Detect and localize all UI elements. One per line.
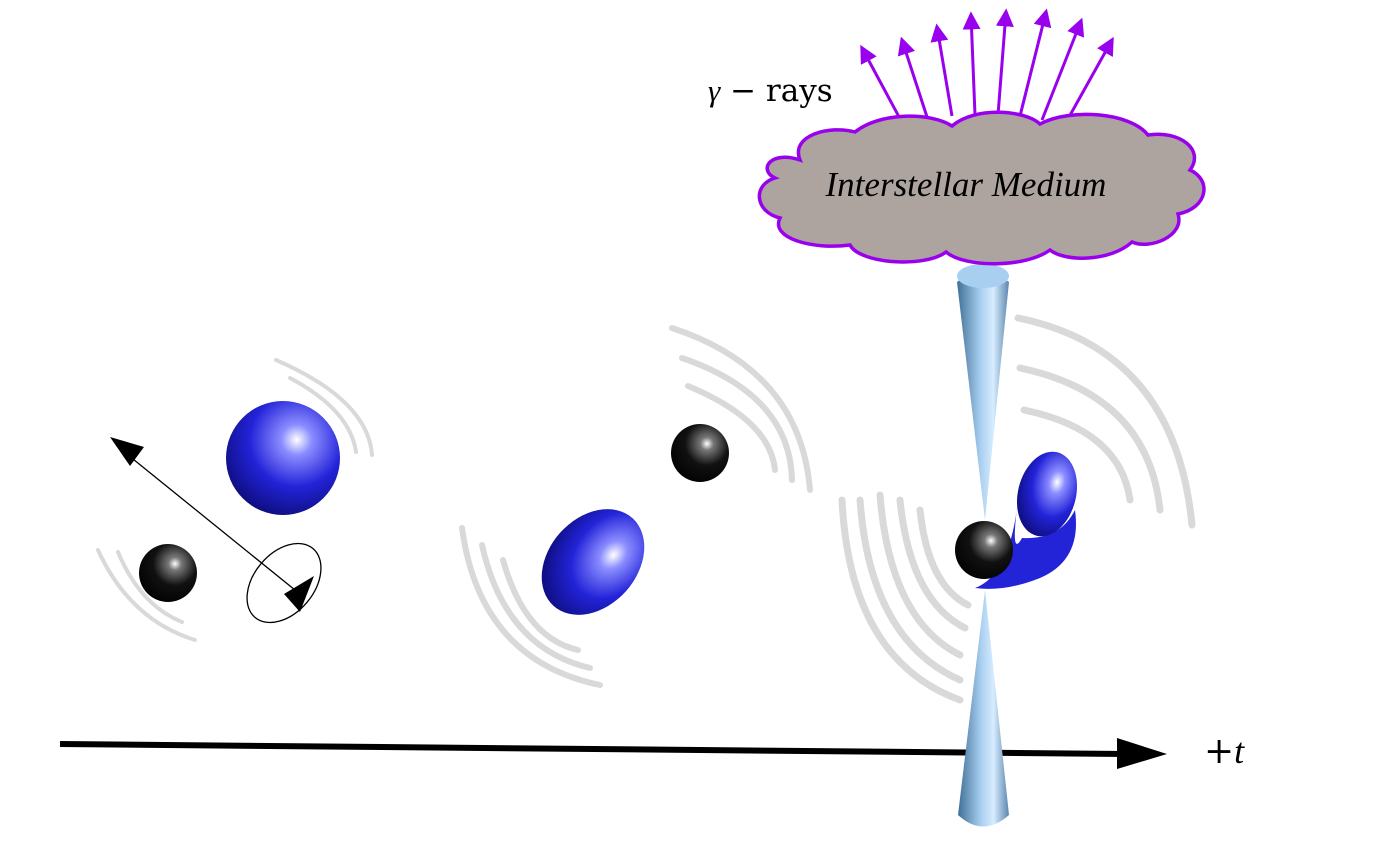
time-axis-label: +t [1204, 731, 1245, 772]
time-axis-plus: + [1204, 731, 1234, 772]
time-axis-t: t [1234, 731, 1245, 771]
neutron-star [226, 401, 340, 515]
black-hole [955, 521, 1013, 579]
disrupted-neutron-star [1017, 451, 1077, 537]
cloud-label: Interstellar Medium [825, 165, 1107, 204]
waves-stage-3 [838, 314, 1196, 704]
gamma-ray-arrows [860, 8, 1114, 129]
waves-stage-1 [96, 358, 374, 642]
jet-upper [957, 272, 1009, 520]
gravitational-waves [96, 314, 1196, 704]
binary-stage-2 [541, 424, 729, 615]
binary-stage-3: Interstellar Medium γ − rays [708, 8, 1206, 827]
black-hole [671, 424, 729, 482]
waves-stage-2 [459, 325, 813, 688]
binary-stage-1 [110, 401, 340, 624]
jet-lower [958, 590, 1009, 827]
rotation-arrow-icon [284, 576, 314, 612]
time-axis: +t [59, 731, 1245, 772]
spin-axis-line [127, 454, 296, 591]
interstellar-medium-cloud [757, 110, 1206, 266]
gamma-symbol: γ [708, 73, 721, 108]
time-axis-arrowhead-icon [1117, 738, 1167, 769]
gamma-rays-label: γ − rays [708, 73, 833, 109]
black-hole [139, 544, 197, 602]
deformed-neutron-star [541, 509, 645, 615]
jet-upper-cap [957, 264, 1009, 288]
gamma-rays-text: − rays [720, 73, 832, 109]
rotation-ellipse-icon [246, 542, 322, 624]
spin-axis-arrow-icon [110, 437, 144, 466]
